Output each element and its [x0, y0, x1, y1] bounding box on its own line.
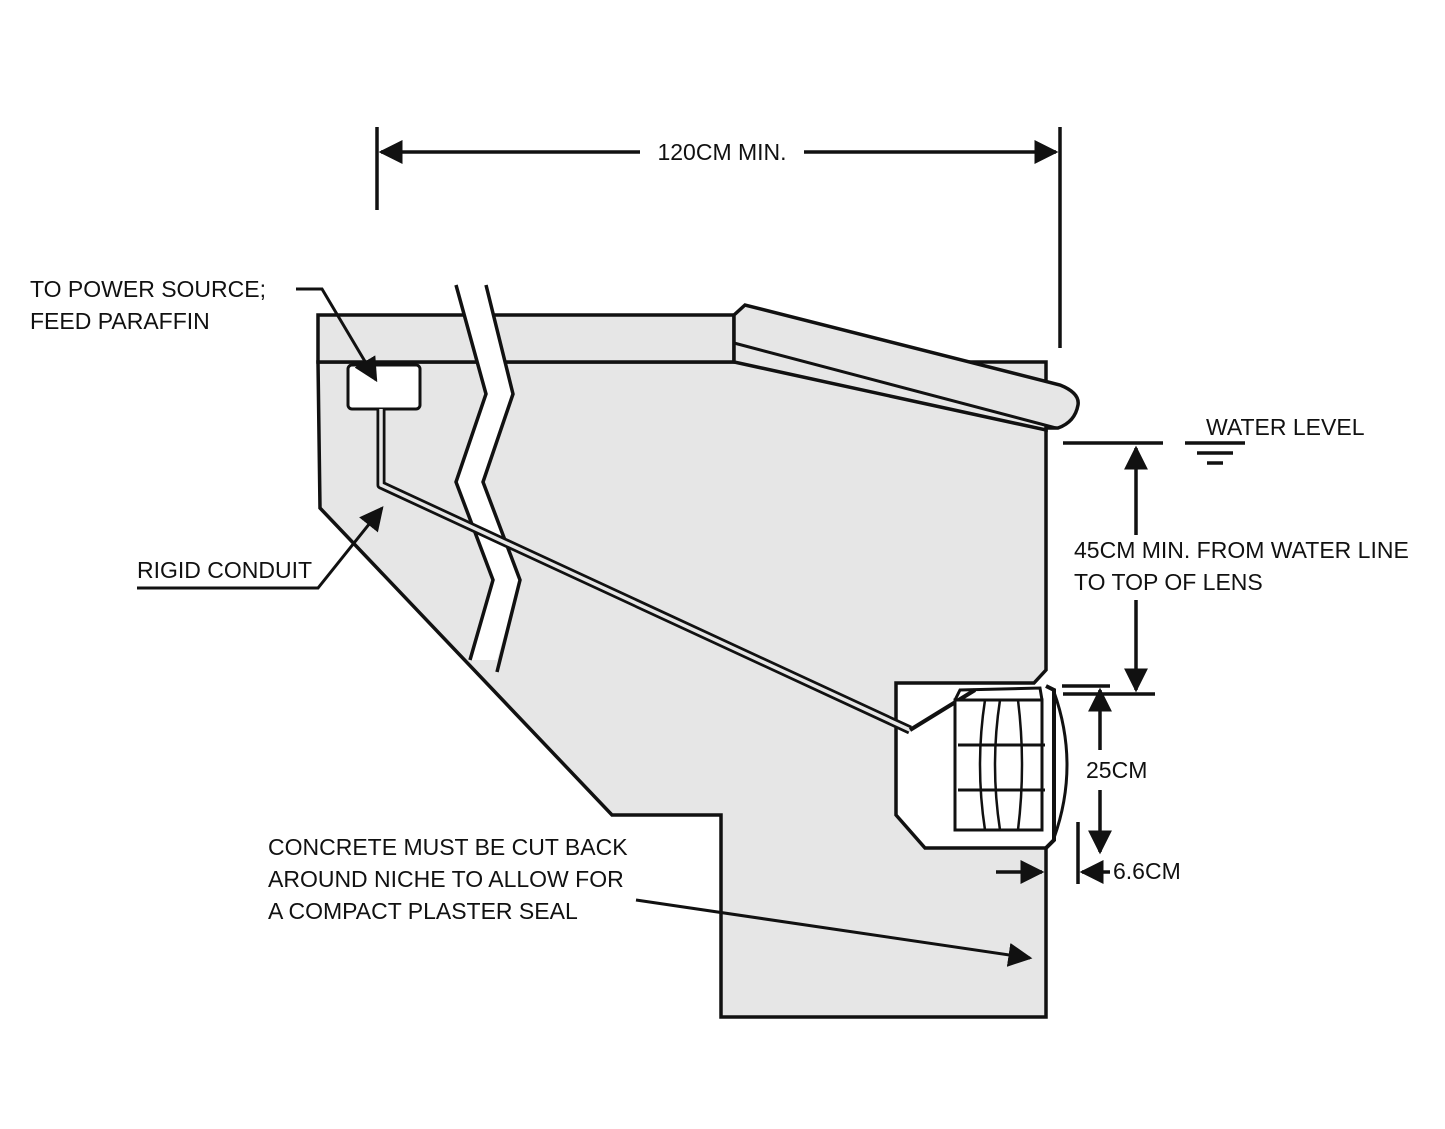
depth-dimension: 45CM MIN. FROM WATER LINE TO TOP OF LENS	[1063, 445, 1409, 696]
power-source-label: TO POWER SOURCE;	[30, 276, 266, 302]
light-fixture-icon	[953, 684, 1069, 850]
break-gap	[456, 285, 520, 660]
lens-offset-label: 6.6CM	[1113, 858, 1181, 884]
concrete-note-callout: CONCRETE MUST BE CUT BACK AROUND NICHE T…	[268, 834, 1033, 967]
concrete-note-line1: CONCRETE MUST BE CUT BACK	[268, 834, 628, 860]
junction-box-icon	[346, 363, 422, 411]
conduit-callout: RIGID CONDUIT	[137, 506, 384, 590]
lens-offset-dimension: 6.6CM	[996, 822, 1181, 884]
power-source-callout: TO POWER SOURCE; FEED PARAFFIN	[30, 276, 378, 383]
rigid-conduit	[376, 409, 977, 735]
rigid-conduit-label: RIGID CONDUIT	[137, 557, 312, 583]
lens-height-dimension: 25CM	[1062, 684, 1147, 855]
lens-height-label: 25CM	[1086, 757, 1147, 783]
concrete-note-leader	[635, 898, 1033, 967]
conduit-leader	[137, 506, 384, 590]
concrete-note-line2: AROUND NICHE TO ALLOW FOR	[268, 866, 624, 892]
concrete-note-line3: A COMPACT PLASTER SEAL	[268, 898, 578, 924]
coping-edge	[733, 341, 1057, 430]
width-dimension: 120CM MIN.	[375, 127, 1062, 348]
water-level-label: WATER LEVEL	[1206, 414, 1365, 440]
break-lines	[454, 284, 522, 673]
power-source-leader	[296, 287, 378, 383]
feed-paraffin-label: FEED PARAFFIN	[30, 308, 210, 334]
pool-deck	[316, 313, 736, 364]
pool-coping	[732, 303, 1080, 433]
break-line-left	[454, 284, 495, 661]
depth-label-line2: TO TOP OF LENS	[1074, 569, 1263, 595]
water-level-callout: WATER LEVEL	[1063, 414, 1365, 465]
break-line-right	[481, 284, 522, 673]
width-dim-label: 120CM MIN.	[657, 139, 786, 165]
depth-label-line1: 45CM MIN. FROM WATER LINE	[1074, 537, 1409, 563]
